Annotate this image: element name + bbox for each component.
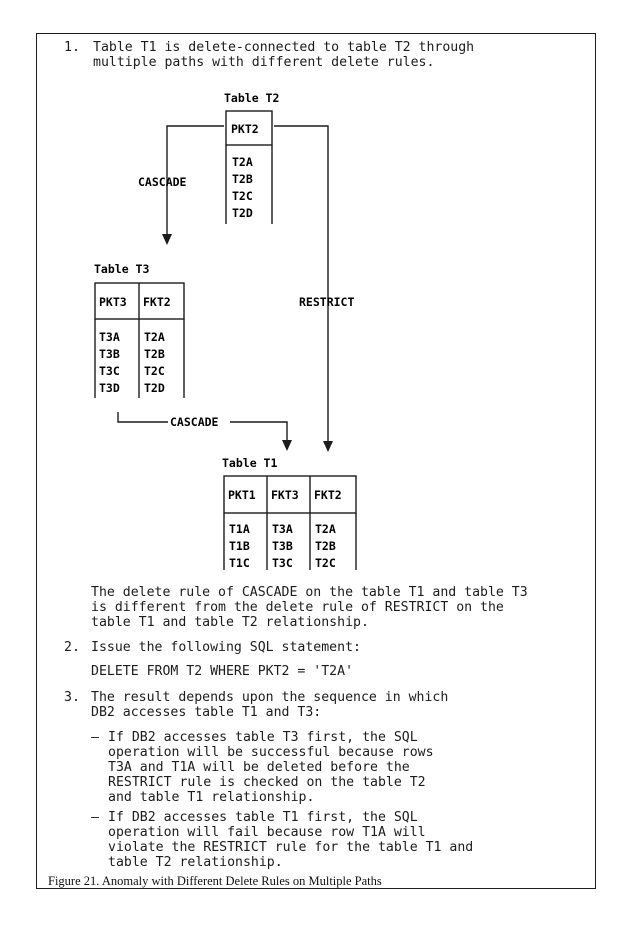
table-t2-row: T2C <box>232 189 253 203</box>
edge-label-t2-t3: CASCADE <box>138 175 187 189</box>
point-2-text: Issue the following SQL statement: <box>91 640 361 655</box>
point-3-line-1: The result depends upon the sequence in … <box>91 690 449 705</box>
arrow-t2-to-t3-head <box>162 234 172 245</box>
arrow-t2-to-t3 <box>166 125 224 236</box>
explanation-line-2: is different from the delete rule of RES… <box>91 600 504 615</box>
arrow-t3-to-t1-start <box>117 412 168 423</box>
table-t1-cell: T2A <box>315 522 336 536</box>
table-t1-header-fkt2: FKT2 <box>314 488 342 502</box>
edge-label-t2-t1: RESTRICT <box>299 295 354 309</box>
bullet-1-line: T3A and T1A will be deleted before the <box>108 760 410 775</box>
table-t1-cell: T1A <box>229 522 250 536</box>
arrow-t2-to-t1-head <box>323 441 333 452</box>
table-t1-cell: T3B <box>272 539 293 553</box>
sql-statement: DELETE FROM T2 WHERE PKT2 = 'T2A' <box>91 664 354 679</box>
table-t3-cell: T2D <box>144 381 165 395</box>
table-t3-cell: T2C <box>144 364 165 378</box>
arrow-t3-to-t1-head <box>282 440 292 451</box>
table-t2-row: T2D <box>232 206 253 220</box>
table-t3-cell: T3A <box>99 330 120 344</box>
table-t1-cell: T1B <box>229 539 250 553</box>
bullet-2-line: violate the RESTRICT rule for the table … <box>108 840 474 855</box>
edge-label-t3-t1: CASCADE <box>170 415 219 429</box>
bullet-dash: – <box>91 730 99 745</box>
bullet-2-line: table T2 relationship. <box>108 855 283 870</box>
table-t1-cell: T3C <box>272 556 293 570</box>
bullet-2-line: operation will fail because row T1A will <box>108 825 426 840</box>
table-t2-row: T2B <box>232 172 253 186</box>
table-t2-row: T2A <box>232 155 253 169</box>
table-t1-header-box <box>223 475 357 514</box>
table-t3-cell: T2A <box>144 330 165 344</box>
table-t1-cell: T2C <box>315 556 336 570</box>
point-1-number: 1. <box>64 40 80 55</box>
table-t3-header-pkt3: PKT3 <box>99 295 127 309</box>
table-t3-title: Table T3 <box>94 262 149 276</box>
point-1-line-1: Table T1 is delete-connected to table T2… <box>93 40 475 55</box>
bullet-1-line: and table T1 relationship. <box>108 790 315 805</box>
table-t1-header-fkt3: FKT3 <box>271 488 299 502</box>
table-t1-cell: T3A <box>272 522 293 536</box>
explanation-line-1: The delete rule of CASCADE on the table … <box>91 585 528 600</box>
table-t3-cell: T3C <box>99 364 120 378</box>
point-3-number: 3. <box>64 690 80 705</box>
point-2-number: 2. <box>64 640 80 655</box>
bullet-dash: – <box>91 810 99 825</box>
table-t1-cell: T1C <box>229 556 250 570</box>
table-t2-title: Table T2 <box>224 91 279 105</box>
point-1-line-2: multiple paths with different delete rul… <box>93 55 435 70</box>
table-t1-title: Table T1 <box>222 456 277 470</box>
bullet-1-line: If DB2 accesses table T3 first, the SQL <box>108 730 418 745</box>
table-t3-cell: T2B <box>144 347 165 361</box>
explanation-line-3: table T1 and table T2 relationship. <box>91 615 369 630</box>
bullet-1-line: operation will be successful because row… <box>108 745 434 760</box>
table-t1-header-pkt1: PKT1 <box>228 488 256 502</box>
table-t3-header-fkt2: FKT2 <box>143 295 171 309</box>
arrow-t2-to-t1 <box>274 125 329 442</box>
arrow-t3-to-t1 <box>230 421 288 441</box>
figure-caption: Figure 21. Anomaly with Different Delete… <box>48 874 382 888</box>
bullet-1-line: RESTRICT rule is checked on the table T2 <box>108 775 426 790</box>
table-t1-cell: T2B <box>315 539 336 553</box>
point-3-line-2: DB2 accesses table T1 and T3: <box>91 705 322 720</box>
table-t2-header-box <box>225 110 273 146</box>
bullet-2-line: If DB2 accesses table T1 first, the SQL <box>108 810 418 825</box>
table-t2-header-pkt2: PKT2 <box>231 122 259 136</box>
table-t3-cell: T3B <box>99 347 120 361</box>
table-t3-cell: T3D <box>99 381 120 395</box>
figure-frame <box>36 33 596 889</box>
